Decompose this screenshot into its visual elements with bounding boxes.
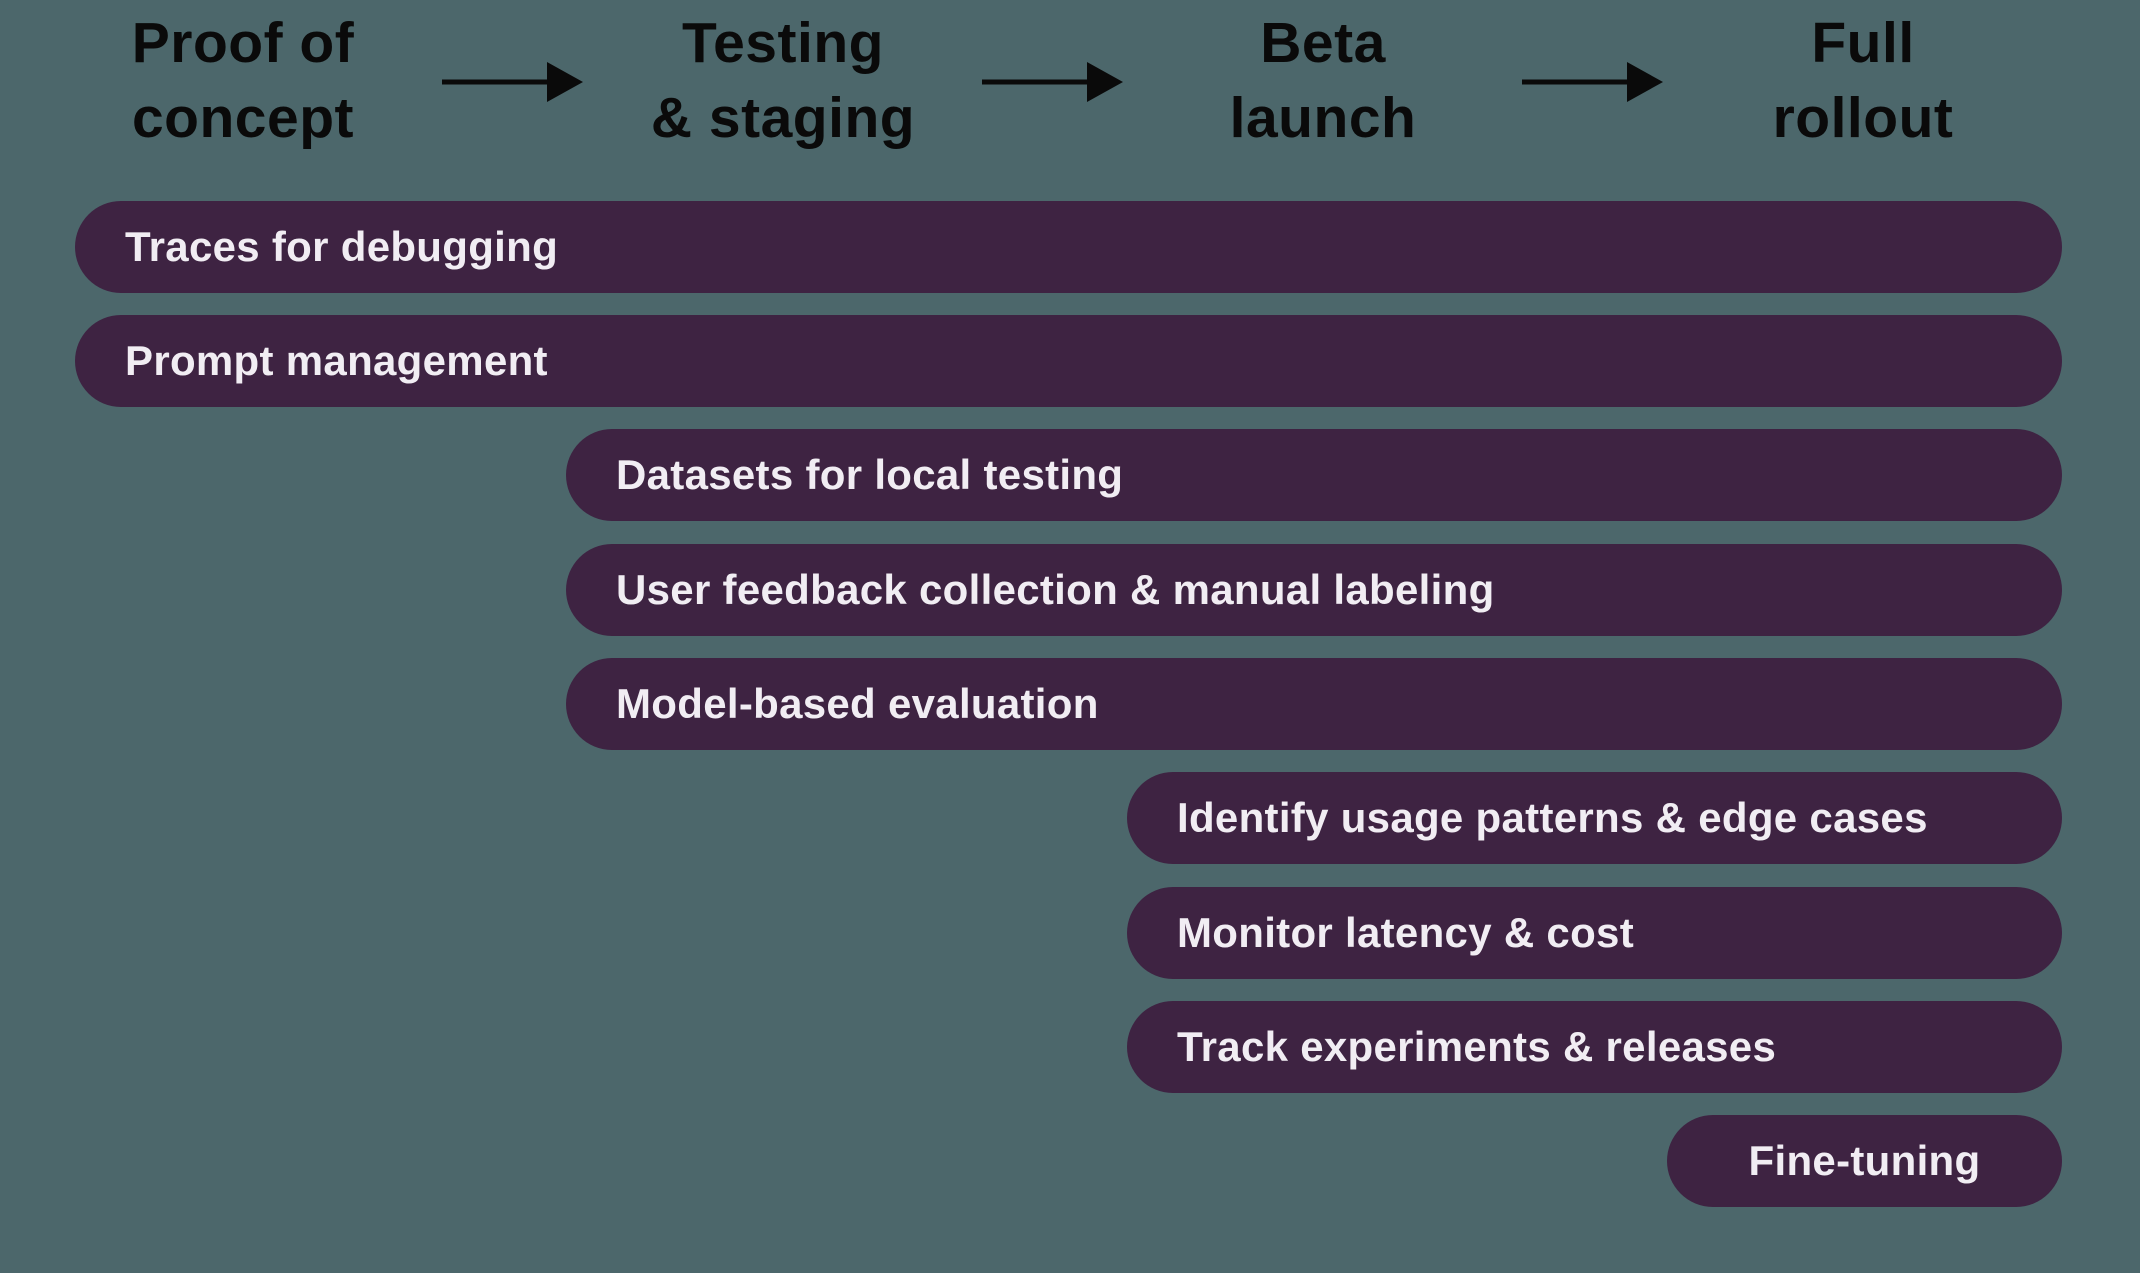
phase-header-beta-launch: Beta launch — [1103, 6, 1543, 156]
phase-header-proof-of-concept: Proof of concept — [23, 6, 463, 156]
bar-label: Datasets for local testing — [616, 451, 1124, 498]
bar-label: Fine-tuning — [1748, 1137, 1981, 1184]
bar-user-feedback-collection: User feedback collection & manual labeli… — [566, 544, 2062, 636]
bar-datasets-for-local-testing: Datasets for local testing — [566, 429, 2062, 521]
bar-fine-tuning: Fine-tuning — [1667, 1115, 2062, 1207]
bar-label: Traces for debugging — [125, 223, 559, 270]
bar-model-based-evaluation: Model-based evaluation — [566, 658, 2062, 750]
phase-header-line: Full — [1811, 11, 1915, 75]
bar-monitor-latency-cost: Monitor latency & cost — [1127, 887, 2062, 979]
bar-traces-for-debugging: Traces for debugging — [75, 201, 2062, 293]
bar-prompt-management: Prompt management — [75, 315, 2062, 407]
bar-label: Track experiments & releases — [1177, 1023, 1777, 1070]
phase-header-testing-staging: Testing & staging — [563, 6, 1003, 156]
bar-label: User feedback collection & manual labeli… — [616, 566, 1495, 613]
right-arrow-icon — [982, 62, 1123, 102]
bar-label: Identify usage patterns & edge cases — [1177, 794, 1928, 841]
bar-label: Prompt management — [125, 337, 548, 384]
phase-header-full-rollout: Full rollout — [1643, 6, 2083, 156]
phase-header-line: concept — [131, 86, 355, 150]
right-arrow-icon — [442, 62, 583, 102]
bar-label: Model-based evaluation — [616, 680, 1099, 727]
phase-header-line: Proof of — [131, 11, 355, 75]
bar-label: Monitor latency & cost — [1177, 909, 1634, 956]
phase-header-line: Testing — [682, 11, 884, 75]
right-arrow-icon — [1522, 62, 1663, 102]
phase-header-line: & staging — [650, 86, 916, 150]
bar-identify-usage-patterns: Identify usage patterns & edge cases — [1127, 772, 2062, 864]
bar-track-experiments-releases: Track experiments & releases — [1127, 1001, 2062, 1093]
phase-header-line: rollout — [1772, 86, 1954, 150]
phase-header-line: launch — [1229, 86, 1417, 150]
phase-header-line: Beta — [1260, 11, 1386, 75]
